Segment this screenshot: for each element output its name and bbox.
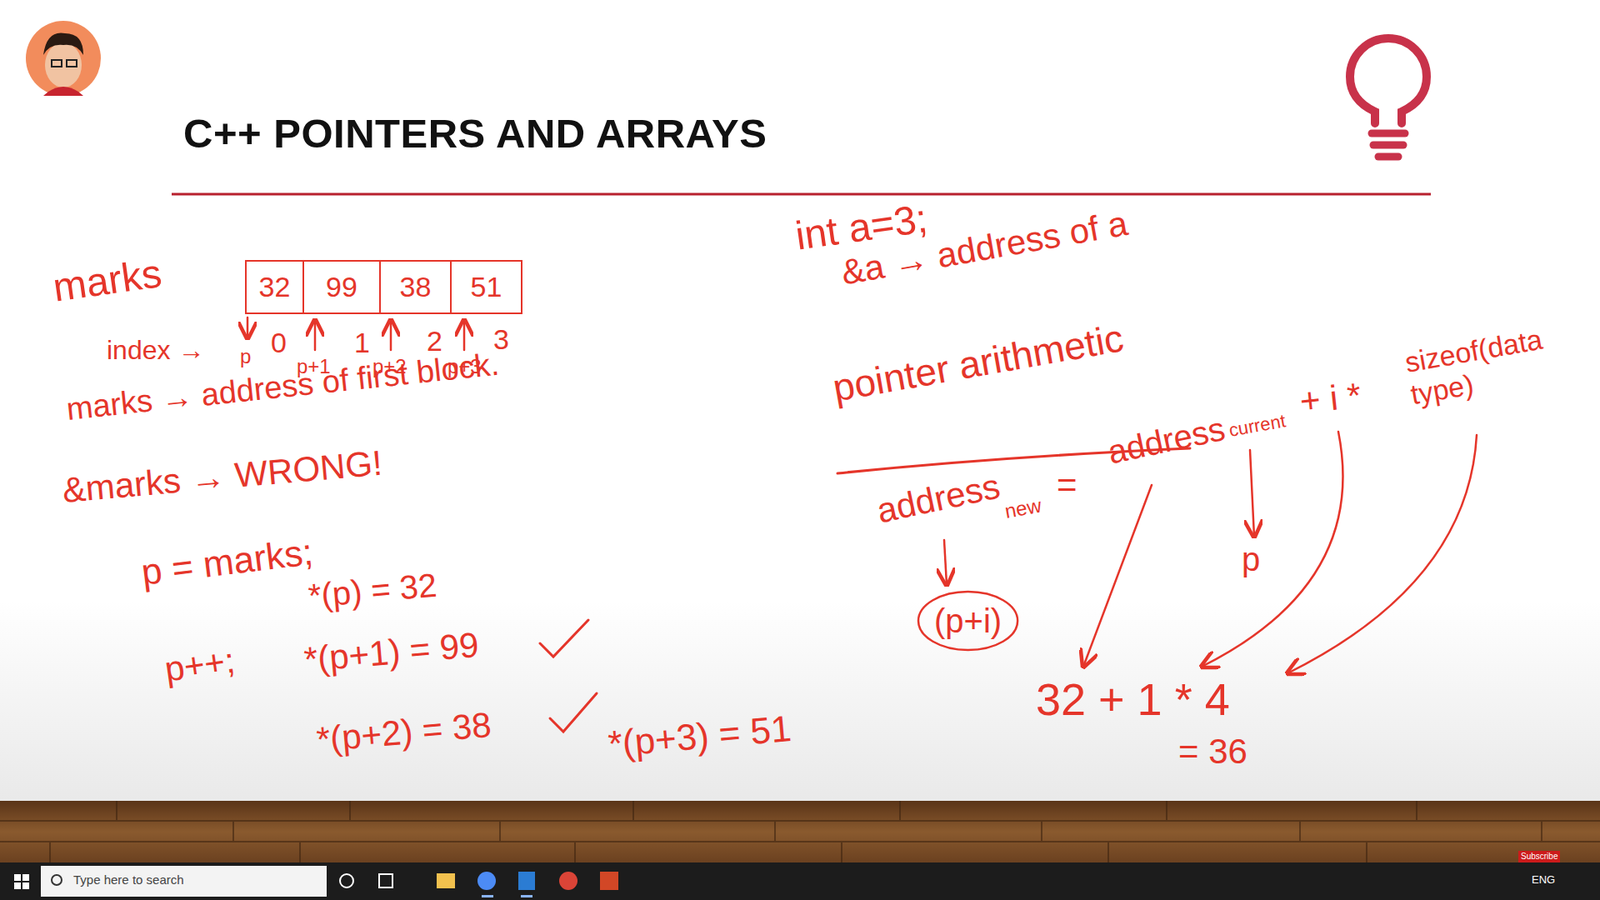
leader-arrow — [1083, 485, 1152, 667]
slide-title: C++ POINTERS AND ARRAYS — [183, 110, 767, 157]
taskbar — [0, 862, 1600, 900]
code-line: *(p) = 32 — [306, 565, 439, 615]
leader-arrow — [944, 540, 947, 585]
formula-subscript: new — [1003, 494, 1044, 524]
index-number: 0 — [270, 326, 287, 360]
formula-term: sizeof(data type) — [1402, 317, 1582, 412]
node-text: 51 — [470, 270, 503, 304]
index-arrow — [314, 320, 317, 350]
lightbulb-icon — [1350, 38, 1427, 157]
formula-term: address — [1104, 409, 1229, 472]
array-cell: 51 — [451, 260, 523, 315]
array-cell: 99 — [304, 260, 381, 315]
wood-floor — [0, 800, 1600, 863]
formula-term: address — [873, 465, 1004, 531]
search-box — [40, 865, 327, 897]
floor-planks — [0, 800, 1600, 863]
index-number: 1 — [354, 326, 370, 360]
formula-term: + i * — [1297, 375, 1363, 422]
array-name: marks — [50, 250, 165, 311]
search-icon — [51, 875, 62, 885]
circled-expression: (p+i) — [916, 590, 1020, 652]
pointer-mark: p — [240, 345, 251, 369]
index-arrow — [390, 320, 393, 350]
slide-ground — [0, 0, 1600, 801]
pointer-mark: p — [1241, 540, 1260, 579]
worked-example: 32 + 1 * 4 — [1035, 673, 1230, 725]
leader-arrow — [1250, 450, 1255, 537]
node-text: 38 — [400, 270, 432, 304]
section-heading: pointer arithmetic — [829, 315, 1127, 410]
note: &marks → WRONG! — [60, 443, 385, 512]
language-indicator: ENG — [1531, 874, 1555, 887]
code-line: *(p+1) = 99 — [302, 625, 481, 680]
taskbar-icons — [340, 871, 619, 898]
windows-logo — [14, 874, 30, 890]
check-mark — [540, 620, 589, 657]
search-placeholder: Type here to search — [73, 872, 185, 887]
check-mark — [550, 693, 597, 732]
index-arrow — [246, 317, 250, 339]
formula-subscript: current — [1227, 410, 1288, 441]
array-cell: 32 — [245, 260, 305, 315]
code-line: *(p+2) = 38 — [315, 705, 494, 760]
node-text: (p+i) — [934, 601, 1002, 640]
index-label: index → — [106, 335, 205, 366]
node-text: 32 — [259, 270, 291, 304]
array-cell: 38 — [380, 260, 452, 315]
code-line: *(p+3) = 51 — [606, 707, 794, 766]
worked-example: = 36 — [1178, 731, 1248, 772]
leader-arrow — [1201, 431, 1343, 667]
code-line: p++; — [162, 640, 238, 691]
leader-arrow — [1287, 435, 1477, 674]
node-text: 99 — [325, 270, 358, 304]
formula-term: = — [1056, 465, 1078, 505]
circle-outline — [918, 591, 1018, 650]
subscribe-badge: Subscribe — [1518, 850, 1560, 863]
code-line: p = marks; — [139, 530, 315, 594]
avatar — [25, 20, 101, 96]
index-arrow — [463, 320, 466, 350]
title-rule — [171, 193, 1431, 196]
